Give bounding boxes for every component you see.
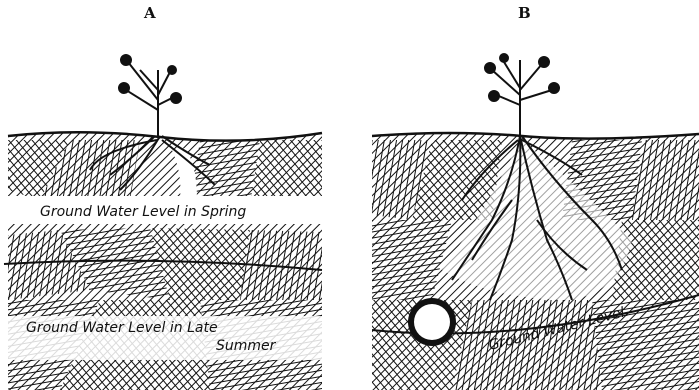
spring-level-label: Ground Water Level in Spring <box>40 204 246 220</box>
soil-hatching <box>372 120 699 390</box>
late-summer-level-label-line1: Ground Water Level in Late <box>26 320 218 336</box>
late-summer-level-label-line2: Summer <box>216 338 277 354</box>
panel-a-diagram: Ground Water Level in Spring Ground Wate… <box>0 0 330 390</box>
soil-hatching <box>0 120 330 390</box>
panel-b-diagram: Ground Water Level. <box>372 0 699 390</box>
drain-tile-icon <box>408 298 456 346</box>
plant-icon <box>485 54 559 136</box>
